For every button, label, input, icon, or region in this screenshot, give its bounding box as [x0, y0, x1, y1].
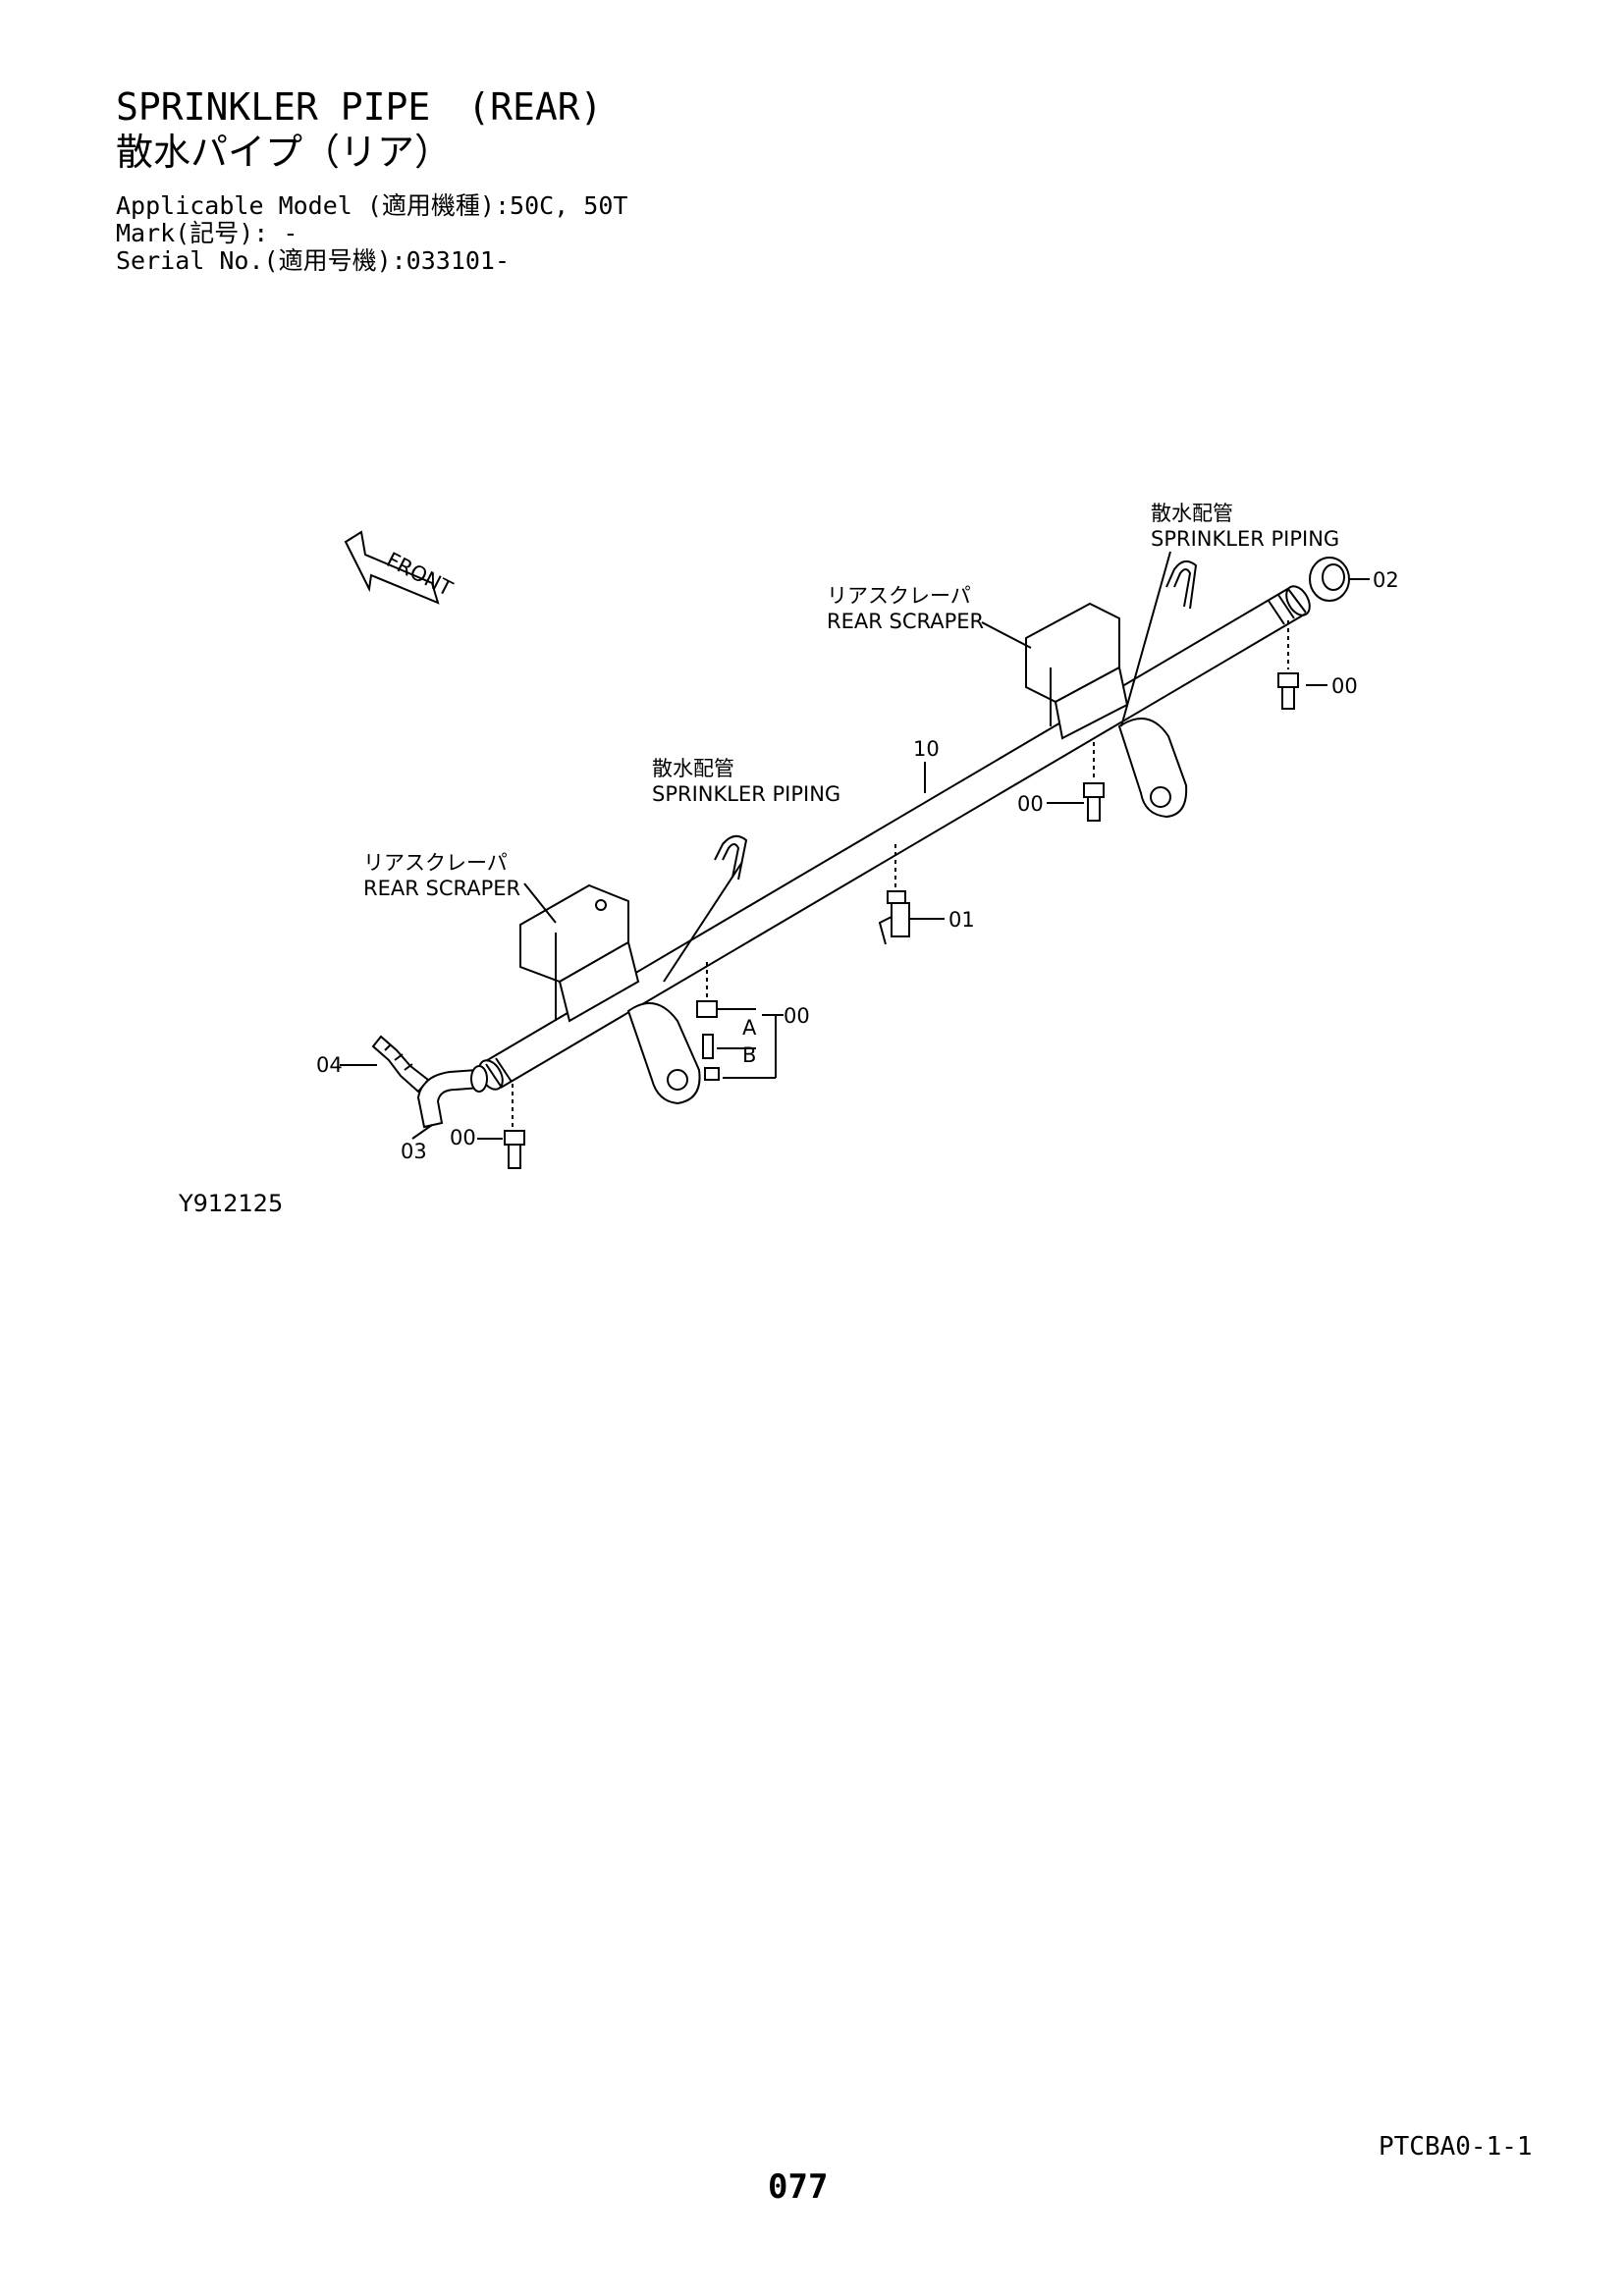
- page-title: SPRINKLER PIPE (REAR): [116, 85, 603, 129]
- document-code: PTCBA0-1-1: [1379, 2132, 1533, 2162]
- callout-02: 02: [1373, 568, 1399, 592]
- figure-id: Y912125: [179, 1190, 284, 1217]
- u-bolt-mid: [714, 834, 748, 881]
- callout-03: 03: [401, 1140, 427, 1163]
- nozzle-right: [1277, 620, 1327, 710]
- leader-sprinkler-top: [1120, 551, 1171, 727]
- leader-sprinkler-mid: [663, 861, 743, 983]
- rear-scraper-bracket-right: [1025, 602, 1129, 740]
- callout-10: 10: [913, 737, 940, 761]
- callout-00-bottom: 00: [450, 1126, 476, 1149]
- page-title-japanese: 散水パイプ（リア）: [116, 131, 453, 174]
- nozzle-a-b-assembly: [696, 962, 784, 1081]
- callout-01: 01: [948, 908, 975, 932]
- label-sprinkler-piping-mid-en: SPRINKLER PIPING: [652, 782, 840, 806]
- label-sprinkler-piping-mid-jp: 散水配管: [652, 757, 734, 780]
- callout-b: B: [742, 1043, 756, 1067]
- label-rear-scraper-top-en: REAR SCRAPER: [827, 610, 984, 633]
- pipe-mount-lug-left: [626, 1002, 701, 1105]
- serial-number: Serial No.(適用号機):033101-: [116, 246, 511, 275]
- applicable-model: Applicable Model (適用機種):50C, 50T: [116, 191, 628, 220]
- page-number: 077: [768, 2167, 829, 2207]
- nozzle-mid: [1047, 742, 1105, 822]
- leader-scraper-left: [523, 882, 557, 924]
- callout-00-mid: 00: [1017, 792, 1044, 816]
- callout-00-right: 00: [784, 1004, 810, 1028]
- drain-cock: [878, 844, 945, 945]
- end-cap: [1309, 557, 1370, 602]
- label-rear-scraper-left-en: REAR SCRAPER: [363, 877, 520, 900]
- label-sprinkler-piping-top-jp: 散水配管: [1151, 502, 1233, 525]
- label-sprinkler-piping-top-en: SPRINKLER PIPING: [1151, 527, 1339, 551]
- rear-scraper-bracket-left: [519, 883, 640, 1023]
- callout-a: A: [742, 1016, 757, 1040]
- label-rear-scraper-top-jp: リアスクレーパ: [827, 584, 971, 608]
- front-arrow-icon: FRONT: [344, 530, 457, 605]
- elbow-fitting: [411, 1065, 488, 1140]
- mark: Mark(記号): -: [116, 219, 298, 247]
- callout-00-top: 00: [1331, 674, 1358, 698]
- callout-04: 04: [316, 1053, 343, 1077]
- leader-scraper-top: [981, 621, 1032, 649]
- main-pipe: [478, 585, 1311, 1091]
- label-rear-scraper-left-jp: リアスクレーパ: [363, 851, 508, 875]
- pipe-mount-lug-right: [1117, 718, 1188, 819]
- hose-fitting: [340, 1035, 430, 1094]
- u-bolt-top: [1165, 560, 1198, 610]
- nozzle-bottom: [477, 1084, 525, 1169]
